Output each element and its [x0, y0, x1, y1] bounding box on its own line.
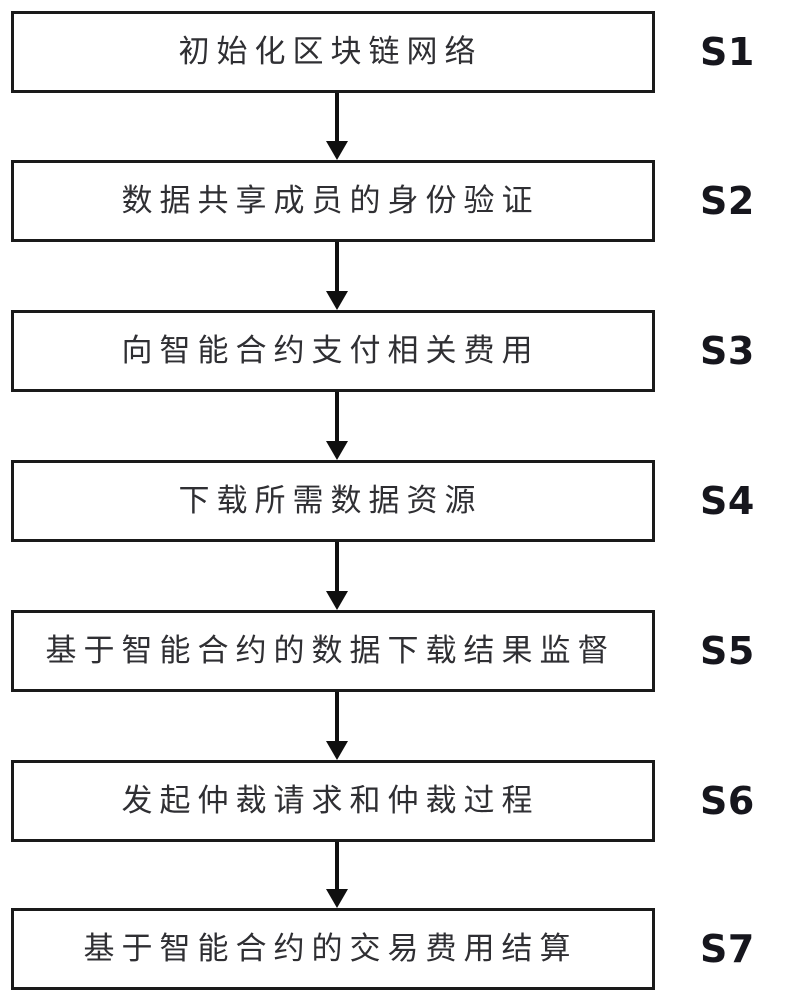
connector-shaft — [335, 93, 339, 141]
connector-s1-s2 — [326, 93, 348, 160]
step-tag-s5: S5 — [700, 629, 755, 673]
arrowhead-icon — [326, 141, 348, 160]
process-box-s4-label: 下载所需数据资源 — [178, 482, 483, 519]
process-box-s3[interactable]: 向智能合约支付相关费用 — [11, 310, 655, 392]
process-box-s6[interactable]: 发起仲裁请求和仲裁过程 — [11, 760, 655, 842]
process-box-s6-label: 发起仲裁请求和仲裁过程 — [121, 782, 540, 819]
process-box-s2[interactable]: 数据共享成员的身份验证 — [11, 160, 655, 242]
flow-step-2: 数据共享成员的身份验证 S2 — [0, 160, 800, 242]
connector-shaft — [335, 242, 339, 291]
connector-shaft — [335, 542, 339, 591]
process-box-s7-label: 基于智能合约的交易费用结算 — [83, 930, 578, 967]
flow-step-7: 基于智能合约的交易费用结算 S7 — [0, 908, 800, 990]
arrowhead-icon — [326, 889, 348, 908]
arrowhead-icon — [326, 291, 348, 310]
flow-step-6: 发起仲裁请求和仲裁过程 S6 — [0, 760, 800, 842]
arrowhead-icon — [326, 441, 348, 460]
connector-s3-s4 — [326, 392, 348, 460]
connector-s2-s3 — [326, 242, 348, 310]
process-box-s5-label: 基于智能合约的数据下载结果监督 — [45, 632, 616, 669]
step-tag-s1: S1 — [700, 30, 755, 74]
flow-step-5: 基于智能合约的数据下载结果监督 S5 — [0, 610, 800, 692]
step-tag-s3: S3 — [700, 329, 755, 373]
step-tag-s7: S7 — [700, 927, 755, 971]
flow-step-4: 下载所需数据资源 S4 — [0, 460, 800, 542]
process-box-s5[interactable]: 基于智能合约的数据下载结果监督 — [11, 610, 655, 692]
connector-shaft — [335, 842, 339, 889]
connector-s4-s5 — [326, 542, 348, 610]
process-box-s7[interactable]: 基于智能合约的交易费用结算 — [11, 908, 655, 990]
process-box-s1[interactable]: 初始化区块链网络 — [11, 11, 655, 93]
step-tag-s4: S4 — [700, 479, 755, 523]
connector-shaft — [335, 692, 339, 741]
step-tag-s6: S6 — [700, 779, 755, 823]
connector-s6-s7 — [326, 842, 348, 908]
process-box-s3-label: 向智能合约支付相关费用 — [121, 332, 540, 369]
connector-s5-s6 — [326, 692, 348, 760]
flow-step-1: 初始化区块链网络 S1 — [0, 11, 800, 93]
process-box-s1-label: 初始化区块链网络 — [178, 33, 483, 70]
step-tag-s2: S2 — [700, 179, 755, 223]
process-box-s2-label: 数据共享成员的身份验证 — [121, 182, 540, 219]
arrowhead-icon — [326, 591, 348, 610]
arrowhead-icon — [326, 741, 348, 760]
process-box-s4[interactable]: 下载所需数据资源 — [11, 460, 655, 542]
flow-step-3: 向智能合约支付相关费用 S3 — [0, 310, 800, 392]
connector-shaft — [335, 392, 339, 441]
